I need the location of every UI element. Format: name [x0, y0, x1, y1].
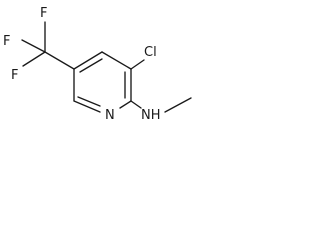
amine-nh-label: NH [141, 108, 161, 123]
fluorine-bottom-label: F [11, 68, 18, 83]
bond-c3-to-cl [130, 59, 145, 70]
bond-nh-to-methyl [164, 97, 192, 113]
fluorine-top-label: F [40, 6, 47, 21]
fluorine-left-label: F [3, 34, 10, 49]
bond-ring-top-to-c3 [101, 51, 132, 70]
bond-c2-to-nh [130, 100, 142, 109]
bond-c5-to-cf3 [44, 51, 75, 70]
bond-ring-c5-c4-inner-double [79, 58, 103, 73]
bond-ring-c2-to-n [119, 100, 132, 109]
chlorine-atom-label: Cl [144, 45, 157, 60]
bond-cf3-to-f-bottom [22, 51, 46, 67]
bond-ring-c5-to-c4 [73, 51, 103, 70]
chemical-structure: Cl N NH F F F [3, 6, 192, 123]
bond-ring-n-c6-inner-double [77, 96, 101, 107]
bond-cf3-to-f-left [21, 39, 46, 53]
ring-nitrogen-label: N [105, 108, 115, 123]
bond-ring-n-to-c6 [73, 100, 101, 113]
